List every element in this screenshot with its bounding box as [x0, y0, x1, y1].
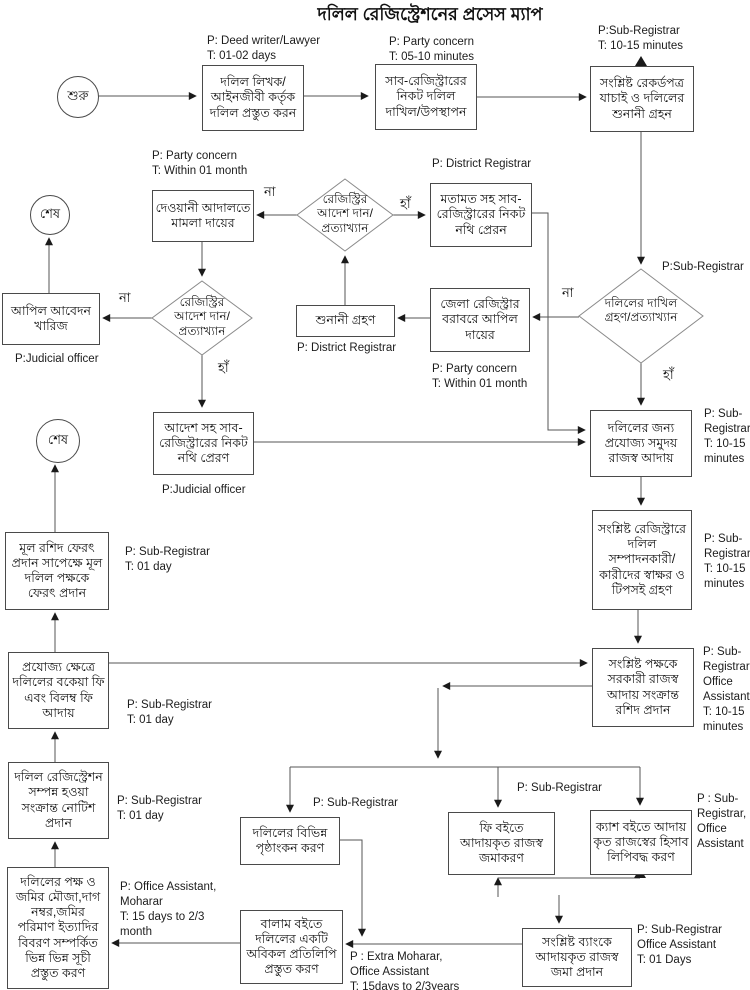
- annotation-district-appeal: P: Party concern T: Within 01 month: [432, 363, 528, 390]
- node-text: সংশ্লিষ্ট পক্ষকে সরকারী রাজস্ব আদায় সংক…: [607, 657, 679, 717]
- node-text: সংশ্লিষ্ট ব্যাংকে আদায়কৃত রাজস্ব জমা প্…: [535, 934, 619, 980]
- node-issue-receipt: সংশ্লিষ্ট পক্ষকে সরকারী রাজস্ব আদায় সংক…: [592, 648, 694, 727]
- end-label: শেষ: [47, 431, 69, 447]
- arrowhead-above-verify: [635, 56, 647, 66]
- node-signatures-thumbprints: সংশ্লিষ্ট রেজিস্ট্রারে দলিল সম্পাদনকারী/…: [592, 510, 692, 610]
- node-return-deed: মূল রশিদ ফেরৎ প্রদান সাপেক্ষে মূল দলিল প…: [5, 532, 109, 610]
- node-text: প্রযোজ্য ক্ষেত্রে দলিলের বকেয়া ফি এবং ব…: [12, 660, 105, 720]
- node-send-with-order: আদেশ সহ সাব- রেজিস্ট্রারের নিকট নথি প্রে…: [153, 412, 254, 475]
- annotation-hearing: P: District Registrar: [297, 342, 397, 354]
- node-text: বালাম বইতে দলিলের একটি অবিকল প্রতিলিপি প…: [246, 916, 337, 977]
- end-label: শেষ: [39, 205, 61, 221]
- label-no-order-left: না: [119, 290, 131, 305]
- label-yes-submission: হাঁ: [663, 367, 674, 382]
- node-text: ফি বইতে আদায়কৃত রাজস্ব জমাকরণ: [459, 820, 544, 866]
- node-due-fees: প্রযোজ্য ক্ষেত্রে দলিলের বকেয়া ফি এবং ব…: [8, 652, 109, 729]
- annotation-send-with-opinion: P: District Registrar: [432, 158, 532, 170]
- annotation-decision-submission: P:Sub-Registrar: [662, 261, 744, 273]
- label-no-submission: না: [562, 285, 574, 300]
- node-text: দেওয়ানী আদালতে মামলা দায়ের: [155, 200, 251, 230]
- node-text: সাব-রেজিস্ট্রারের নিকট দলিল দাখিল/উপস্থা…: [385, 74, 467, 119]
- node-civil-court-case: দেওয়ানী আদালতে মামলা দায়ের: [152, 190, 254, 242]
- end-terminal-left: শেষ: [36, 419, 80, 463]
- node-hearing: শুনানী গ্রহণ: [296, 305, 395, 337]
- node-prepare-indexes: দলিলের পক্ষ ও জমির মৌজা,দাগ নম্বর,জমির প…: [7, 867, 109, 989]
- start-label: শুরু: [67, 87, 89, 103]
- node-fee-book: ফি বইতে আদায়কৃত রাজস্ব জমাকরণ: [448, 812, 555, 875]
- node-completion-notice: দলিল রেজিস্ট্রেশন সম্পন্ন হওয়া সংক্রান্…: [8, 762, 109, 839]
- annotation-issue-receipt: P: Sub- Registrar, Office Assistant T: 1…: [703, 646, 750, 733]
- annotation-completion-notice: P: Sub-Registrar T: 01 day: [117, 795, 203, 822]
- node-collect-revenue: দলিলের জন্য প্রযোজ্য সমুদয় রাজস্ব আদায়: [590, 410, 692, 477]
- node-verify-records: সংশ্লিষ্ট রেকর্ডপত্র যাচাই ও দলিলের শুনা…: [590, 66, 694, 132]
- annotation-prepare-indexes: P: Office Assistant, Moharar T: 15 days …: [120, 881, 217, 938]
- node-send-with-opinion: মতামত সহ সাব- রেজিস্ট্রারের নিকট নথি প্র…: [430, 183, 532, 247]
- decision-submission-text: দলিলের দাখিল গ্রহণ/প্রত্যাখ্যান: [604, 296, 678, 325]
- annotation-prepare-deed: P: Deed writer/Lawyer T: 01-02 days: [207, 35, 321, 62]
- node-text: আপিল আবেদন খারিজ: [10, 303, 92, 333]
- decision-registry-order-left-diamond: [151, 280, 253, 356]
- decision-registry-order-top-text: রেজিস্ট্রির আদেশ দান/ প্রত্যাখ্যান: [317, 192, 373, 235]
- annotation-due-fees: P: Sub-Registrar T: 01 day: [127, 699, 213, 726]
- label-no-order-top: না: [264, 184, 276, 199]
- page-title: দলিল রেজিস্ট্রেশনের প্রসেস ম্যাপ: [317, 4, 543, 24]
- annotation-send-with-order: P:Judicial officer: [162, 484, 246, 496]
- start-terminal: শুরু: [57, 76, 99, 118]
- node-balam-copy: বালাম বইতে দলিলের একটি অবিকল প্রতিলিপি প…: [240, 910, 343, 984]
- end-terminal-top: শেষ: [30, 195, 70, 235]
- annotation-return-deed: P: Sub-Registrar T: 01 day: [125, 546, 211, 573]
- annotation-fee-book: P: Sub-Registrar: [517, 782, 603, 794]
- node-text: শুনানী গ্রহণ: [315, 313, 376, 328]
- decision-registry-order-top-diamond: [296, 178, 394, 252]
- node-appeal-dismissed: আপিল আবেদন খারিজ: [2, 293, 100, 345]
- node-text: দলিলের পক্ষ ও জমির মৌজা,দাগ নম্বর,জমির প…: [15, 874, 101, 981]
- annotation-civil-court-case: P: Party concern T: Within 01 month: [152, 150, 248, 177]
- arrow-endorsement-to-balam-line: [338, 839, 366, 937]
- node-cash-book: ক্যাশ বইতে আদায় কৃত রাজস্বের হিসাব লিপি…: [590, 810, 692, 875]
- label-yes-order-top: হাঁ: [400, 196, 411, 211]
- node-text: সংশ্লিষ্ট রেকর্ডপত্র যাচাই ও দলিলের শুনা…: [599, 76, 685, 121]
- node-endorsement: দলিলের বিভিন্ন পৃষ্ঠাংকন করণ: [240, 817, 340, 865]
- node-text: দলিলের বিভিন্ন পৃষ্ঠাংকন করণ: [252, 825, 328, 855]
- node-text: মূল রশিদ ফেরৎ প্রদান সাপেক্ষে মূল দলিল প…: [11, 540, 103, 601]
- node-submit-deed: সাব-রেজিস্ট্রারের নিকট দলিল দাখিল/উপস্থা…: [375, 64, 477, 130]
- annotation-submit-deed: P: Party concern T: 05-10 minutes: [389, 36, 475, 63]
- node-text: দলিল লিখক/ আইনজীবী কর্তৃক দলিল প্রস্তুত …: [209, 75, 297, 120]
- annotation-cash-book: P : Sub- Registrar, Office Assistant: [697, 793, 747, 850]
- annotation-collect-revenue: P: Sub- Registrar T: 10-15 minutes: [704, 408, 750, 465]
- node-text: দলিলের জন্য প্রযোজ্য সমুদয় রাজস্ব আদায়: [604, 420, 678, 466]
- annotation-endorsement: P: Sub-Registrar: [313, 797, 399, 809]
- node-text: দলিল রেজিস্ট্রেশন সম্পন্ন হওয়া সংক্রান্…: [14, 770, 103, 830]
- node-prepare-deed: দলিল লিখক/ আইনজীবী কর্তৃক দলিল প্রস্তুত …: [202, 65, 304, 131]
- annotation-verify-records: P:Sub-Registrar T: 10-15 minutes: [598, 25, 684, 52]
- node-bank-deposit: সংশ্লিষ্ট ব্যাংকে আদায়কৃত রাজস্ব জমা প্…: [522, 928, 632, 987]
- annotation-bank-deposit: P: Sub-Registrar Office Assistant T: 01 …: [637, 924, 723, 966]
- node-text: আদেশ সহ সাব- রেজিস্ট্রারের নিকট নথি প্রে…: [159, 420, 248, 466]
- decision-submission-diamond: [578, 268, 704, 364]
- node-text: জেলা রেজিস্ট্রার বরাবরে আপিল দায়ের: [440, 297, 520, 342]
- node-district-appeal: জেলা রেজিস্ট্রার বরাবরে আপিল দায়ের: [430, 288, 530, 352]
- annotation-balam-copy: P : Extra Moharar, Office Assistant T: 1…: [350, 951, 460, 990]
- node-text: মতামত সহ সাব- রেজিস্ট্রারের নিকট নথি প্র…: [436, 192, 526, 237]
- node-text: সংশ্লিষ্ট রেজিস্ট্রারে দলিল সম্পাদনকারী/…: [597, 521, 687, 597]
- arrow-opinion-to-revenue: [530, 212, 586, 434]
- decision-registry-order-left-text: রেজিস্ট্রির আদেশ দান/ প্রত্যাখ্যান: [174, 295, 230, 338]
- node-text: ক্যাশ বইতে আদায় কৃত রাজস্বের হিসাব লিপি…: [593, 819, 689, 865]
- annotation-signatures: P: Sub- Registrar T: 10-15 minutes: [704, 533, 750, 590]
- label-yes-order-left: হাঁ: [218, 360, 229, 375]
- annotation-appeal-dismissed: P:Judicial officer: [15, 353, 99, 365]
